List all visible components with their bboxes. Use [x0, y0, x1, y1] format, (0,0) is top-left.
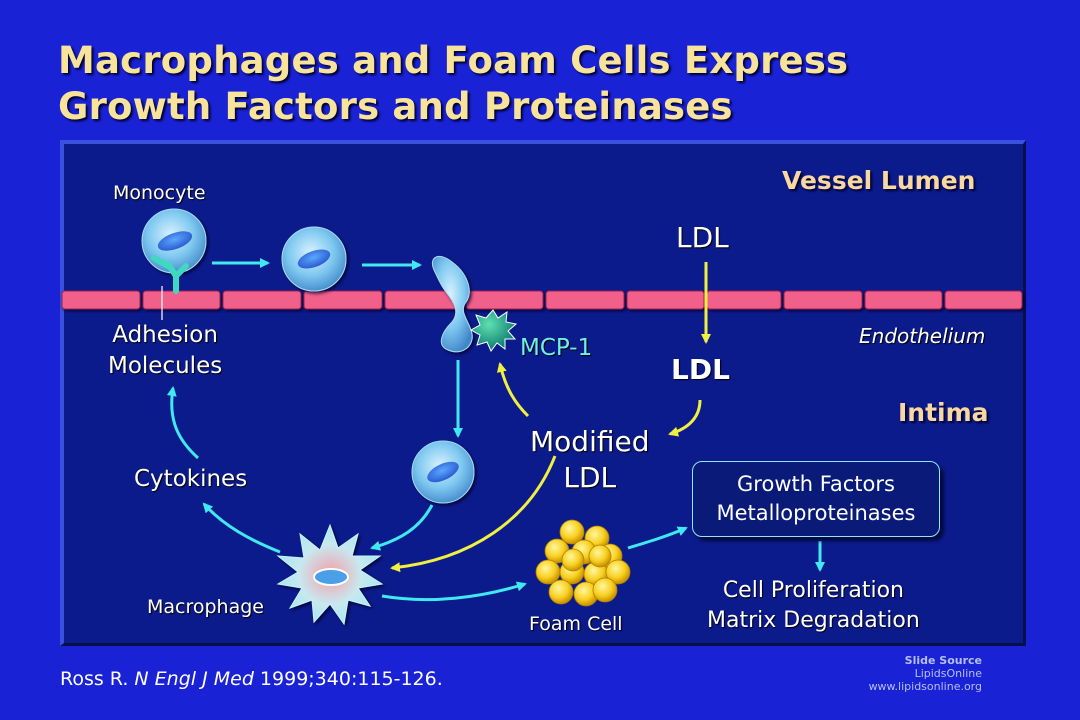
title-line-1: Macrophages and Foam Cells Express — [58, 39, 849, 82]
outcomes-label: Cell Proliferation Matrix Degradation — [707, 576, 920, 636]
source-heading: Slide Source — [904, 654, 982, 667]
yellow-arrows — [390, 262, 711, 573]
adhesion-line-2: Molecules — [108, 353, 223, 379]
slide-source: Slide Source LipidsOnline www.lipidsonli… — [869, 654, 982, 693]
arrow-macrophage-to-cytokines — [202, 502, 281, 554]
citation-details: 1999;340:115-126. — [253, 668, 443, 690]
endothelium-layer — [61, 290, 1023, 310]
macrophage-label: Macrophage — [147, 596, 264, 618]
macrophage-icon — [276, 523, 384, 626]
cyan-arrows — [166, 258, 825, 602]
diapedesis-monocyte-icon — [432, 255, 473, 353]
adhesion-molecules-label: Adhesion Molecules — [108, 320, 222, 382]
arrow-ldl-to-modified — [668, 399, 702, 437]
monocyte-label: Monocyte — [113, 182, 206, 204]
matrix-degradation-text: Matrix Degradation — [707, 608, 920, 633]
foam-cell-label: Foam Cell — [529, 613, 623, 635]
vessel-lumen-label: Vessel Lumen — [782, 166, 976, 195]
mcp1-label: MCP-1 — [520, 335, 593, 361]
migrating-monocyte-icon — [281, 226, 347, 292]
foam-cell-icon — [535, 519, 631, 607]
growth-factors-box: Growth Factors Metalloproteinases — [692, 461, 940, 537]
monocyte-cell-icon — [141, 208, 207, 274]
arrow-monocyte-to-macrophage — [370, 504, 434, 551]
citation-author: Ross R. — [60, 668, 135, 690]
adhesion-receptor-icon — [151, 255, 189, 320]
mcp1-star-icon — [469, 309, 518, 352]
cytokines-label: Cytokines — [134, 466, 248, 492]
arrow-cytokines-to-adhesion — [166, 386, 200, 460]
slide-title: Macrophages and Foam Cells Express Growt… — [58, 38, 848, 130]
arrow-modified-to-mcp1 — [496, 362, 530, 418]
arrow-modified-to-macrophage — [390, 455, 557, 573]
intima-monocyte-icon — [411, 440, 475, 504]
adhesion-line-1: Adhesion — [112, 322, 218, 348]
arrow-foam-to-growth — [627, 526, 688, 550]
modified-ldl-line-2: LDL — [563, 461, 617, 494]
cell-proliferation-text: Cell Proliferation — [722, 578, 905, 603]
ldl-lumen-label: LDL — [676, 221, 729, 254]
growth-factors-text: Growth Factors — [737, 472, 895, 496]
citation-journal: N Engl J Med — [134, 668, 254, 690]
ldl-intima-label: LDL — [671, 353, 730, 386]
endothelium-label: Endothelium — [859, 324, 986, 348]
title-line-2: Growth Factors and Proteinases — [58, 85, 733, 128]
metalloproteinases-text: Metalloproteinases — [716, 501, 916, 525]
modified-ldl-line-1: Modified — [530, 425, 650, 458]
intima-label: Intima — [898, 398, 989, 427]
modified-ldl-label: Modified LDL — [530, 424, 649, 496]
source-url: www.lipidsonline.org — [868, 680, 982, 693]
arrow-macrophage-to-foam — [381, 581, 527, 602]
citation: Ross R. N Engl J Med 1999;340:115-126. — [60, 668, 443, 690]
source-name: LipidsOnline — [914, 667, 982, 680]
